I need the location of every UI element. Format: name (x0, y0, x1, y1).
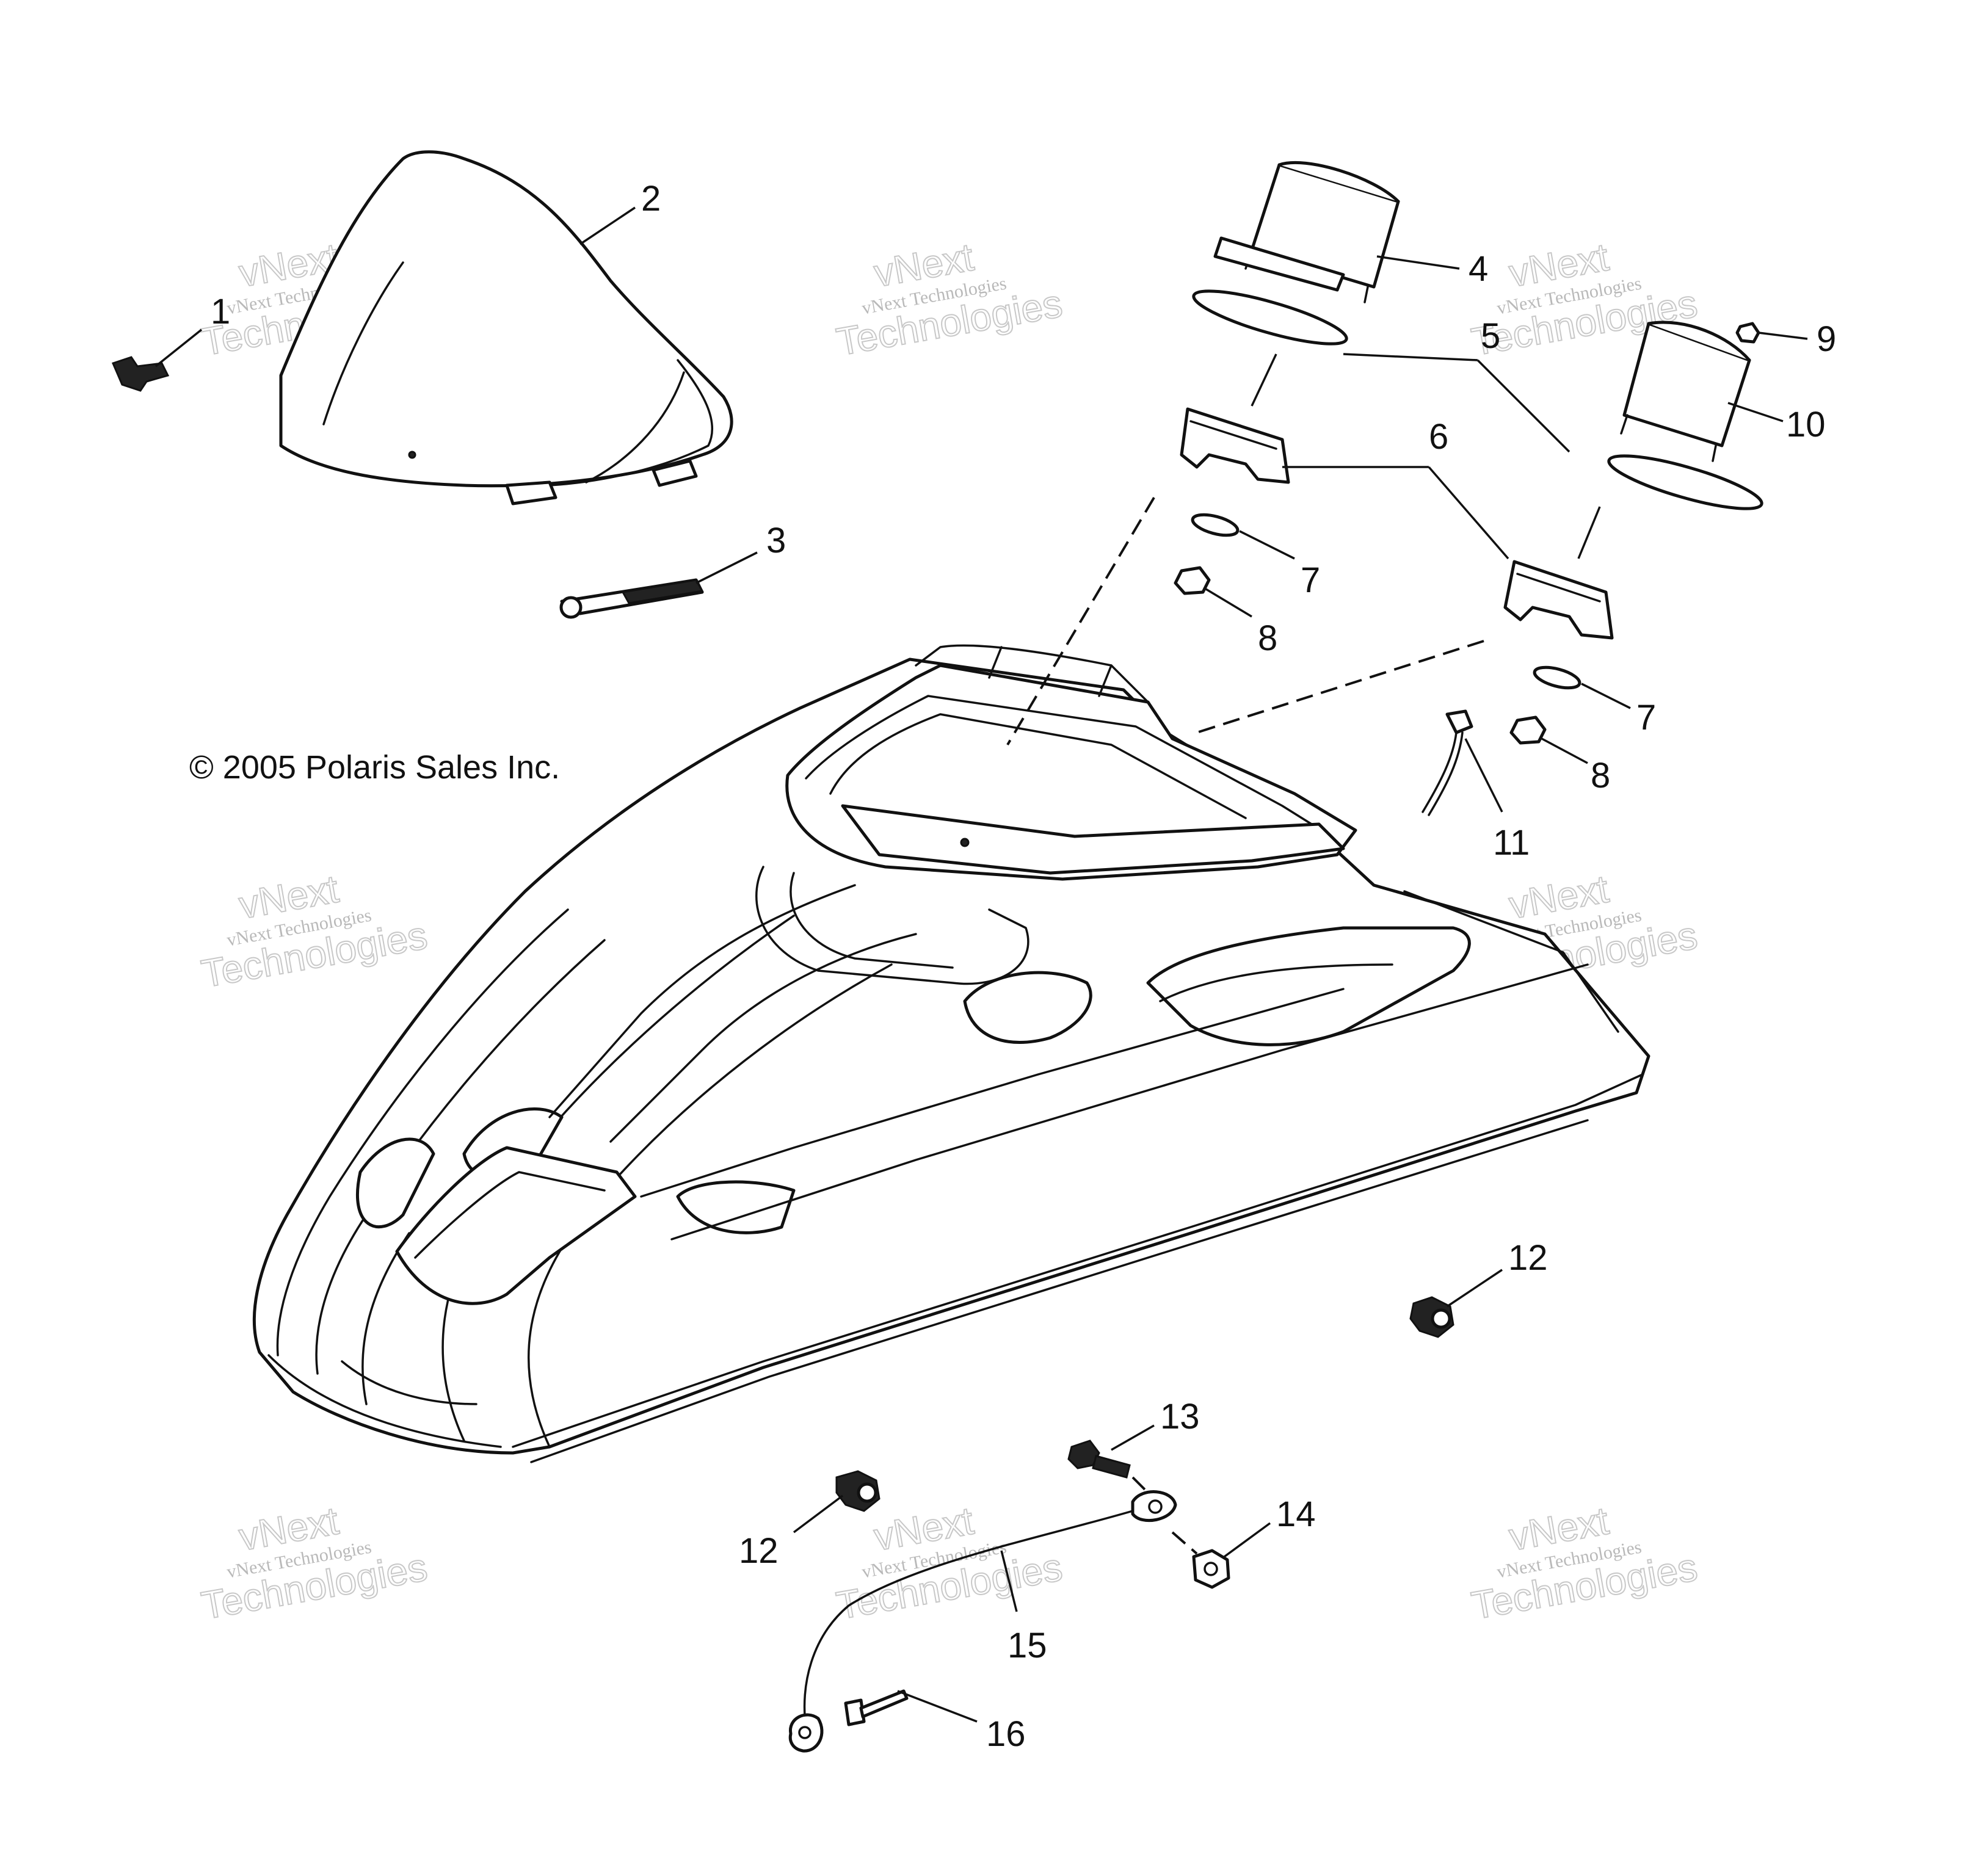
leader-line-4 (1376, 255, 1460, 270)
washer-icon (1191, 513, 1581, 690)
assembly-line (1006, 496, 1155, 746)
assembly-line (1171, 1531, 1198, 1555)
hood-icon (253, 644, 1650, 1463)
callout-16: 16 (986, 1714, 1026, 1754)
callout-7b: 7 (1636, 698, 1656, 737)
leader-line-12b (793, 1494, 844, 1534)
leader-line-6b (1428, 466, 1509, 560)
nut-icon (1174, 566, 1547, 745)
leader-line-9 (1758, 331, 1808, 340)
assembly-line (1577, 506, 1601, 559)
leader-line-10 (1727, 402, 1784, 422)
leader-line-16 (897, 1690, 978, 1723)
callout-4: 4 (1469, 249, 1488, 289)
callout-12b: 12 (739, 1531, 779, 1571)
leader-line-11 (1464, 738, 1503, 813)
gasket-icon (1192, 289, 1763, 510)
callout-13: 13 (1160, 1397, 1200, 1436)
callout-7a: 7 (1301, 560, 1320, 600)
assembly-line (1251, 353, 1277, 407)
clip-icon (1735, 322, 1760, 344)
rivet-icon (844, 1689, 909, 1726)
leader-line-2 (579, 206, 636, 245)
leader-line-12a (1447, 1269, 1503, 1308)
tether-cable-icon (788, 1490, 1177, 1753)
leader-line-5b (1476, 359, 1570, 453)
callout-10: 10 (1786, 405, 1826, 444)
leader-line-1 (154, 328, 203, 368)
leader-line-3 (695, 551, 758, 584)
push-rivet-icon (111, 356, 170, 392)
callout-1: 1 (211, 292, 230, 331)
hood-latch-icon (1409, 1296, 1454, 1338)
callout-5: 5 (1481, 316, 1500, 356)
leader-line-8b (1541, 737, 1588, 764)
assembly-line (1196, 640, 1484, 734)
gauge-icon (1213, 161, 1400, 303)
leader-line-7b (1581, 683, 1631, 709)
callout-12a: 12 (1508, 1238, 1548, 1278)
leader-line-15 (1000, 1550, 1018, 1612)
windshield-icon (279, 150, 733, 505)
callout-11: 11 (1493, 823, 1530, 863)
leader-line-8a (1205, 588, 1252, 618)
gauge-icon (1620, 321, 1751, 462)
bolt-icon (1067, 1440, 1131, 1479)
leader-line-5 (1343, 353, 1478, 361)
callout-8b: 8 (1591, 756, 1610, 795)
watermark: vNext vNext Technologies Technologies (198, 866, 431, 997)
watermark: vNext vNext Technologies Technologies (198, 1498, 431, 1629)
leader-line-7a (1239, 530, 1295, 560)
copyright-text: © 2005 Polaris Sales Inc. (189, 749, 560, 786)
callout-3: 3 (766, 521, 786, 560)
leader-line-14 (1223, 1522, 1271, 1558)
assembly-line (1131, 1476, 1146, 1491)
callout-8a: 8 (1258, 618, 1277, 658)
leader-line-13 (1111, 1424, 1155, 1451)
gauge-bracket-icon (1180, 407, 1614, 640)
nut-icon (1192, 1549, 1230, 1589)
watermark: vNext vNext Technologies Technologies (833, 234, 1066, 365)
callout-15: 15 (1008, 1626, 1047, 1665)
callout-6: 6 (1429, 417, 1448, 457)
callout-9: 9 (1817, 319, 1836, 359)
hood-latch-icon (835, 1470, 881, 1512)
watermark: vNext vNext Technologies Technologies (1468, 1498, 1701, 1629)
wire-harness-icon (1422, 709, 1473, 816)
strap-icon (559, 578, 704, 619)
callout-14: 14 (1276, 1494, 1316, 1534)
callout-2: 2 (641, 179, 661, 219)
